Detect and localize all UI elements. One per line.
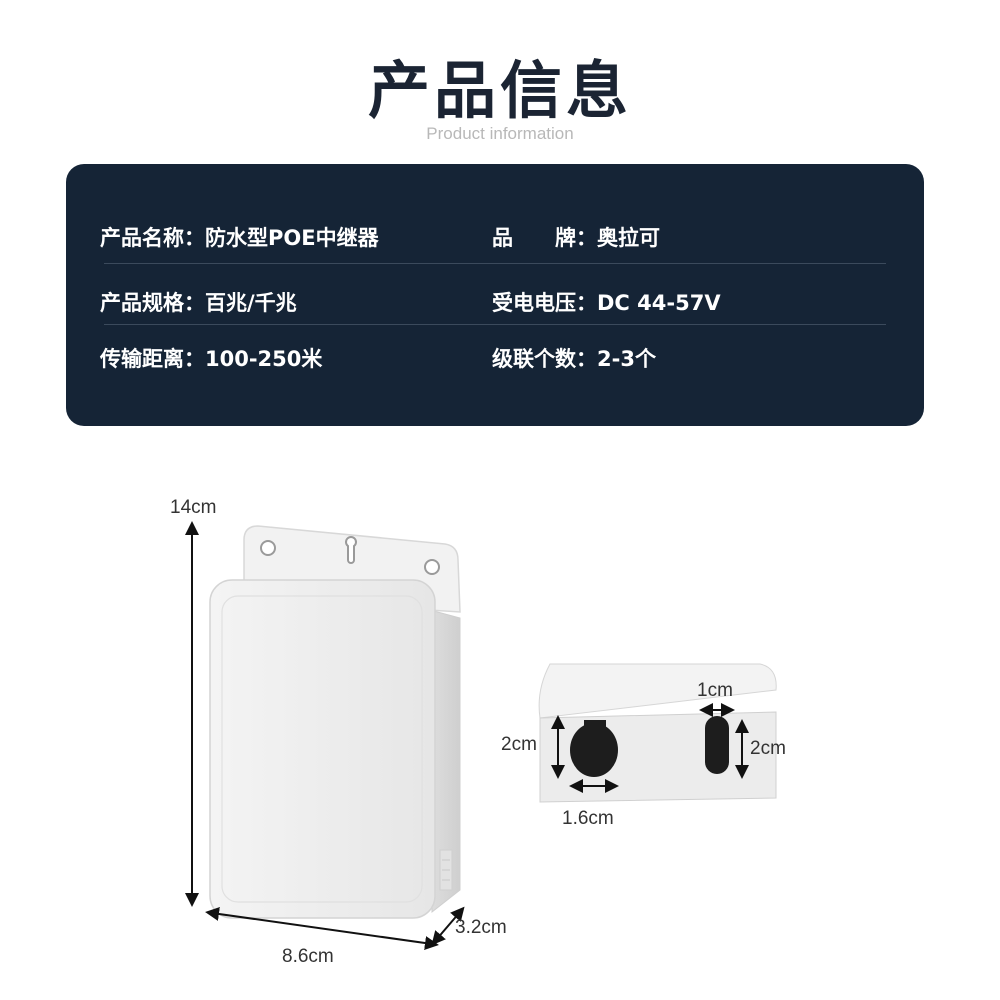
spec-divider-2	[104, 324, 886, 325]
slot-height-label: 2cm	[750, 738, 786, 759]
device-body	[209, 579, 461, 919]
spec-brand: 品 牌：奥拉可	[492, 226, 660, 250]
height-label: 14cm	[170, 497, 217, 518]
page-title: 产品信息	[367, 54, 632, 127]
spec-row-2: 产品规格：百兆/千兆 受电电压：DC 44-57V	[100, 287, 820, 317]
spec-divider-1	[104, 263, 886, 264]
page-subtitle: Product information	[426, 124, 574, 143]
spec-product-name: 产品名称：防水型POE中继器	[100, 226, 379, 250]
depth-label: 3.2cm	[455, 917, 507, 938]
hole-width-label: 1.6cm	[562, 808, 614, 829]
spec-voltage: 受电电压：DC 44-57V	[492, 291, 721, 315]
spec-row-1: 产品名称：防水型POE中继器 品 牌：奥拉可	[100, 222, 820, 252]
device-bottom-view	[538, 663, 777, 803]
spec-panel	[66, 164, 924, 426]
spec-distance: 传输距离：100-250米	[100, 347, 323, 371]
width-label: 8.6cm	[282, 946, 334, 967]
depth-arrow	[431, 906, 465, 946]
spec-product-spec: 产品规格：百兆/千兆	[100, 291, 297, 315]
hole-height-label: 2cm	[501, 734, 537, 755]
spec-cascade: 级联个数：2-3个	[492, 347, 656, 371]
spec-row-3: 传输距离：100-250米 级联个数：2-3个	[100, 343, 820, 373]
cable-slot	[705, 716, 729, 774]
slot-width-label: 1cm	[697, 680, 733, 701]
width-arrow	[205, 907, 439, 950]
